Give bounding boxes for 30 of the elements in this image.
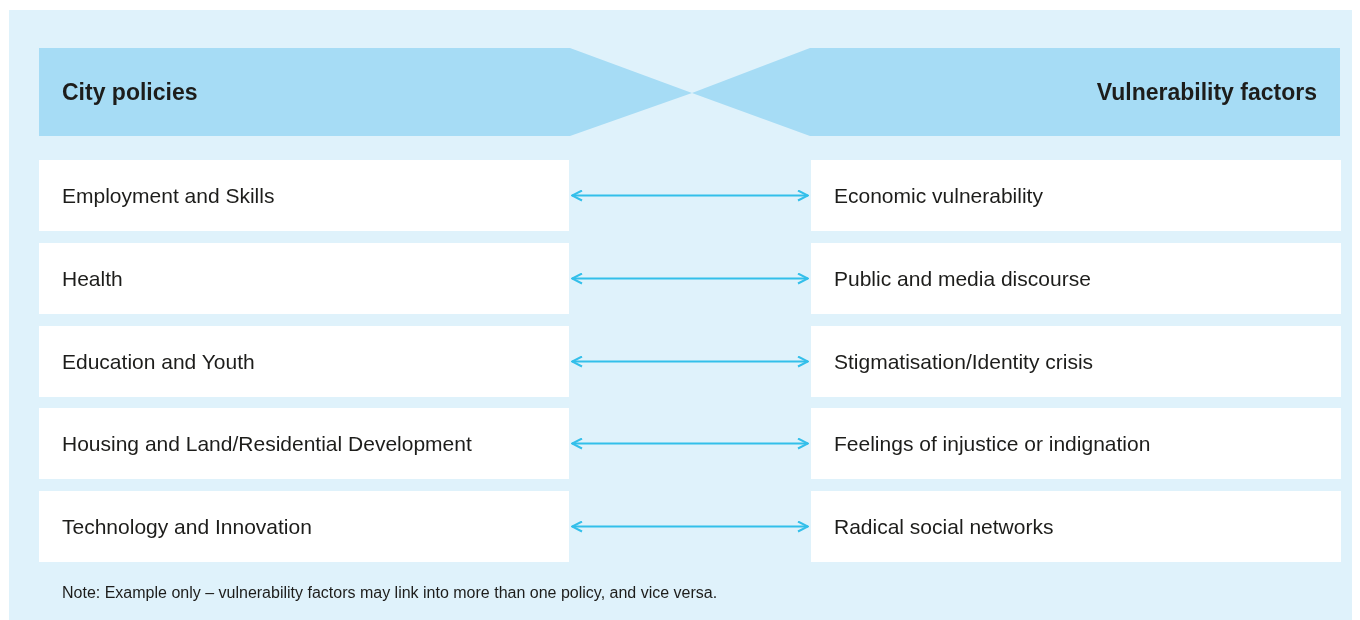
policy-box <box>39 408 569 479</box>
box-text: Radical social networks <box>834 514 1054 539</box>
header-band <box>39 48 692 136</box>
policy-box <box>39 243 569 314</box>
box-text: Education and Youth <box>62 349 255 374</box>
policy-box <box>39 491 569 562</box>
double-arrow <box>571 437 809 450</box>
box-text: Feelings of injustice or indignation <box>834 431 1151 456</box>
factor-box <box>811 243 1341 314</box>
box-text: Employment and Skills <box>62 183 275 208</box>
box-text: Technology and Innovation <box>62 514 312 539</box>
box-text: Stigmatisation/Identity crisis <box>834 349 1094 374</box>
box-text: Health <box>62 266 123 291</box>
double-arrow <box>571 272 809 285</box>
double-arrow <box>571 355 809 368</box>
factor-box <box>811 491 1341 562</box>
note-text: Note: Example only – vulnerability factors may link into more than one policy, and vice versa. <box>62 584 718 602</box>
box-text: Housing and Land/Residential Development <box>62 431 472 456</box>
factor-box <box>811 408 1341 479</box>
policy-box <box>39 160 569 231</box>
double-arrow <box>571 189 809 202</box>
box-text: Public and media discourse <box>834 266 1091 291</box>
header-band <box>692 48 1340 136</box>
policy-box <box>39 326 569 397</box>
box-text: Economic vulnerability <box>834 183 1043 208</box>
double-arrow <box>571 520 809 533</box>
factor-box <box>811 160 1341 231</box>
factor-box <box>811 326 1341 397</box>
column-heading: Vulnerability factors <box>1096 78 1317 106</box>
column-heading: City policies <box>62 78 198 106</box>
